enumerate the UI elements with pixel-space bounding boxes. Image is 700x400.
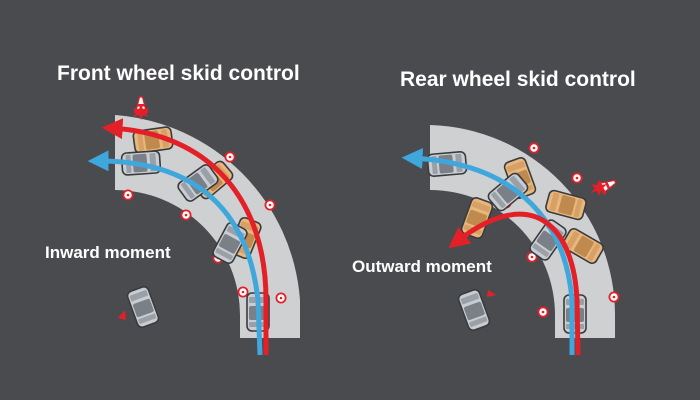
left-panel-title: Front wheel skid control [57, 62, 300, 85]
left-panel-annotation: Inward moment [45, 243, 171, 262]
red-trajectory-arrow [101, 118, 269, 355]
left-arrows [87, 118, 269, 356]
right-cone [487, 179, 617, 297]
right-panel-annotation: Outward moment [352, 257, 492, 276]
blue-trajectory-arrow [87, 150, 263, 356]
direction-marker-icon [118, 310, 126, 320]
car-icon [125, 284, 161, 330]
red-trajectory-arrow [448, 211, 581, 356]
impact-burst-icon [591, 180, 607, 196]
blue-trajectory-arrow [401, 148, 575, 355]
right-panel-title: Rear wheel skid control [400, 68, 636, 91]
right-arrows [401, 148, 581, 356]
impact-burst-icon [133, 104, 149, 120]
car-icon [456, 287, 492, 333]
direction-marker-icon [487, 290, 496, 297]
left-cone [118, 96, 149, 320]
